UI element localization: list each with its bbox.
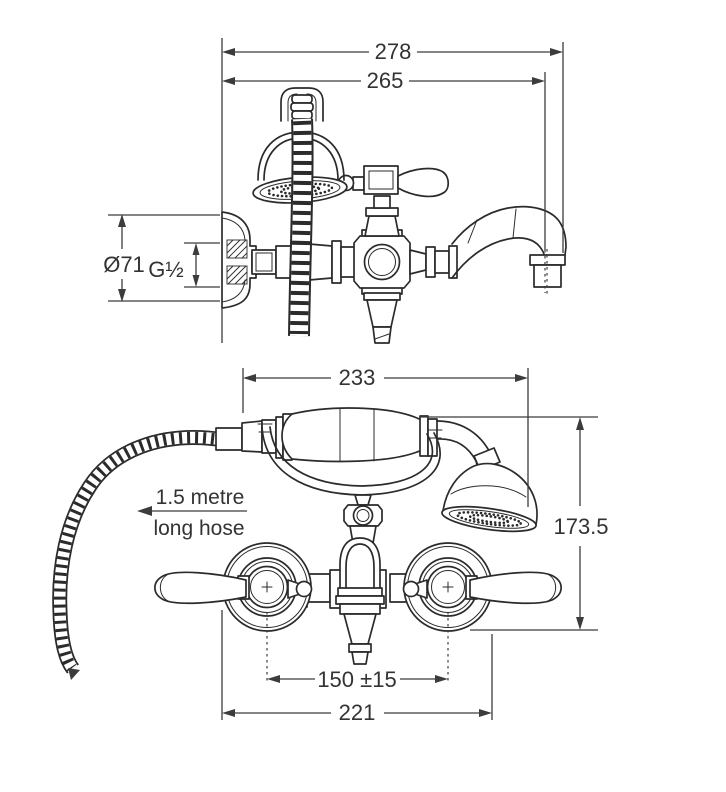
dim-g-half: G½ [148, 242, 220, 288]
hose-hook-bracket [280, 87, 324, 122]
hose-end-tip [68, 668, 80, 680]
front-view: 233 173.5 150 ±15 221 1.5 metre [52, 365, 609, 725]
hose-note-line1: 1.5 metre [156, 486, 245, 509]
front-view-shower-head [436, 420, 538, 533]
dim-278-label: 278 [375, 39, 412, 64]
side-view-hose [288, 118, 314, 337]
dim-150-label: 150 ±15 [317, 667, 396, 692]
spray-face-dots [456, 511, 522, 527]
front-view-hose [52, 430, 226, 680]
hose-note-line2: long hose [153, 517, 244, 540]
dim-173-5: 173.5 [420, 416, 609, 631]
dim-233: 233 [242, 365, 529, 507]
hose-note: 1.5 metre long hose [137, 486, 247, 540]
side-view-body [221, 165, 458, 344]
dim-233-label: 233 [339, 365, 376, 390]
dim-dia71-label: Ø71 [103, 252, 145, 277]
dim-265-label: 265 [367, 68, 404, 93]
side-view-spout [451, 205, 567, 294]
front-view-handset [215, 407, 438, 463]
front-view-left-lever [154, 571, 250, 605]
dim-278: 278 [221, 38, 564, 343]
dim-g-half-label: G½ [148, 257, 183, 282]
dim-150: 150 ±15 [266, 612, 449, 692]
flange-hatch [226, 239, 248, 285]
side-view: 278 265 Ø71 G½ [103, 38, 567, 344]
dim-265: 265 [222, 68, 546, 293]
hose-note-arrow [137, 506, 152, 516]
dim-173-5-label: 173.5 [553, 514, 608, 539]
side-view-hand-shower [252, 87, 348, 337]
dim-221-label: 221 [339, 700, 376, 725]
front-view-right-valve [402, 542, 493, 632]
side-view-lever-handle [397, 167, 450, 198]
front-view-left-valve [222, 542, 313, 632]
front-view-right-lever [465, 571, 562, 605]
dim-dia71: Ø71 [103, 214, 220, 302]
dim-221: 221 [221, 610, 493, 725]
